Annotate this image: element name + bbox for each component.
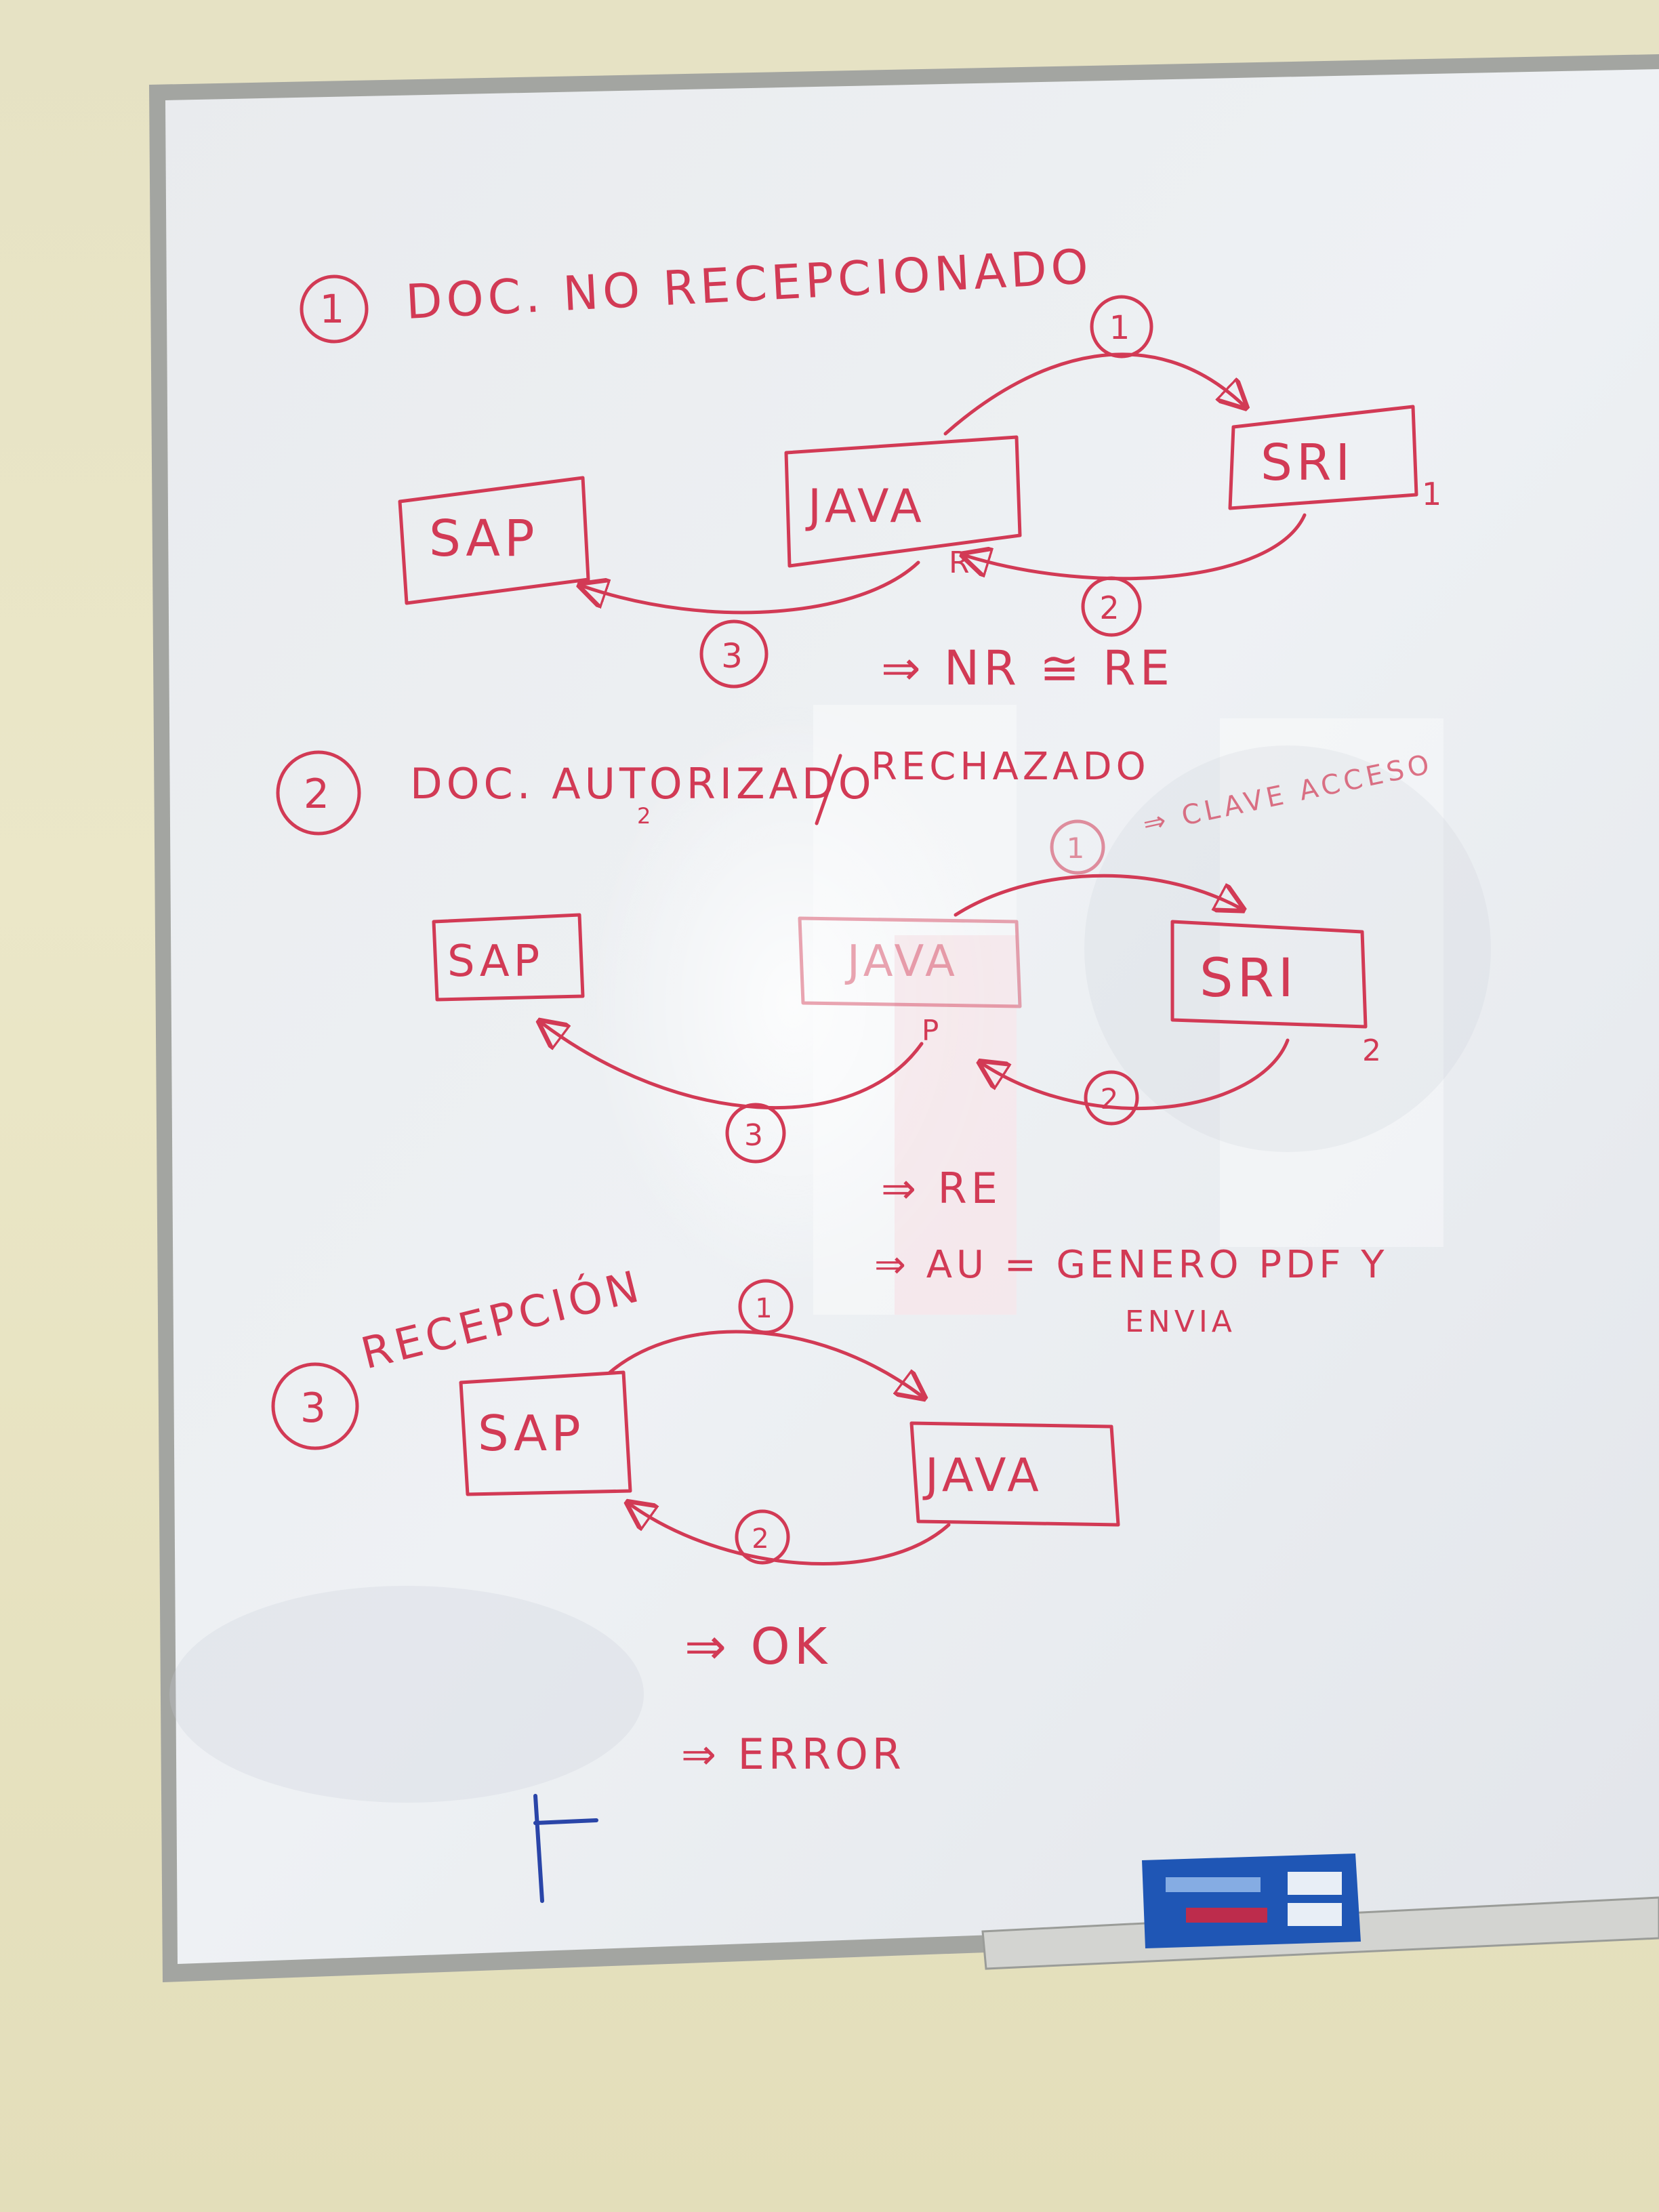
- section-1-sap-label: SAP: [429, 510, 539, 568]
- section-1-java-box: [784, 435, 1022, 568]
- section-2-step-3: 3: [744, 1118, 767, 1153]
- section-2-step-circle: [1084, 1070, 1139, 1126]
- section-1-step-2: 2: [1099, 590, 1123, 626]
- section-2-java-box: [798, 916, 1022, 1008]
- section-3-step-circle: [735, 1509, 790, 1565]
- section-1-step-circle: [1081, 576, 1142, 637]
- section-2-number: 2: [304, 771, 333, 818]
- section-1-step-3: 3: [721, 636, 747, 676]
- section-2-java-mark: P: [922, 1014, 943, 1047]
- section-3-number: 3: [300, 1385, 330, 1432]
- section-3-sap-label: SAP: [478, 1405, 585, 1462]
- section-1-circle: [300, 274, 369, 344]
- section-2-result-au-2: ENVIA: [1125, 1305, 1236, 1339]
- section-3-arrow-java-sap: [630, 1504, 951, 1565]
- section-2-sap-box: [432, 913, 585, 1002]
- section-2-result-re: ⇒ RE: [881, 1164, 1002, 1213]
- section-2-circle: [276, 750, 361, 836]
- smudge: [169, 1586, 644, 1803]
- section-3-step-1: 1: [755, 1293, 776, 1324]
- section-2-sri-label: SRI: [1200, 948, 1298, 1009]
- section-3-java-box: [909, 1421, 1120, 1527]
- whiteboard-eraser: [1142, 1853, 1361, 1948]
- section-3-step-circle: [738, 1279, 794, 1334]
- section-2-title-b: RECHAZADO: [871, 745, 1150, 789]
- section-3-java-label: JAVA: [922, 1449, 1043, 1502]
- section-2-sri-box: [1170, 920, 1368, 1029]
- section-2-arrow-sri-java: [983, 1038, 1290, 1111]
- section-3-step-2: 2: [752, 1523, 773, 1555]
- section-1-step-circle: [1090, 295, 1153, 359]
- section-2-arrow-java-sap: [542, 1023, 924, 1109]
- section-1-java-mark: R: [949, 546, 974, 580]
- section-1-result: ⇒ NR ≅ RE: [881, 640, 1174, 696]
- section-1-sri-subscript: 1: [1422, 476, 1446, 512]
- section-3-circle: [271, 1362, 359, 1450]
- smudge: [1084, 745, 1491, 1152]
- section-2-sap-label: SAP: [447, 937, 544, 987]
- section-2-autorizado-mark: 2: [637, 803, 655, 829]
- section-1-number: 1: [320, 286, 349, 332]
- section-1-step-1: 1: [1109, 309, 1134, 347]
- section-3-sap-box: [459, 1370, 632, 1496]
- section-2-arrow-java-sri: [954, 874, 1240, 917]
- section-2-slash: [815, 754, 842, 825]
- section-1-sri-box: [1228, 405, 1418, 510]
- section-3-arrow-sap-java: [608, 1330, 922, 1396]
- section-1-java-label: JAVA: [805, 480, 926, 533]
- section-2-title-a: DOC. AUTORIZADO: [410, 759, 876, 808]
- section-1-sri-label: SRI: [1261, 434, 1354, 492]
- section-2-step-circle: [725, 1103, 786, 1164]
- section-2-step-1: 1: [1067, 832, 1089, 865]
- section-2-java-label: JAVA: [844, 937, 959, 987]
- section-2-sri-subscript: 2: [1362, 1033, 1385, 1068]
- blue-marker-mark: [533, 1794, 598, 1903]
- section-1-step-circle: [699, 619, 769, 689]
- section-3-result-ok: ⇒ OK: [684, 1618, 831, 1676]
- section-1-arrow-java-sri: [943, 352, 1244, 436]
- section-1-arrow-sri-java: [966, 513, 1307, 581]
- section-2-step-2: 2: [1101, 1082, 1123, 1115]
- window-reflection: [583, 705, 1443, 1315]
- section-3: 3 RECEPCIÓN SAP JAVA 1 2 ⇒ OK ⇒ ERROR: [271, 1260, 1120, 1779]
- section-2-step-circle: [1050, 819, 1105, 875]
- section-2-result-au: ⇒ AU = GENERO PDF Y: [874, 1243, 1389, 1287]
- section-1-arrow-java-sap: [583, 560, 920, 615]
- section-3-result-error: ⇒ ERROR: [681, 1729, 905, 1779]
